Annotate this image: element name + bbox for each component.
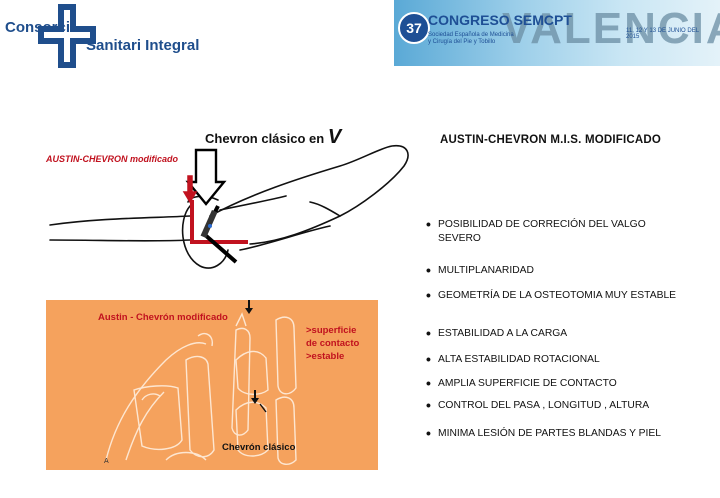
banner-badge: 37 <box>398 12 430 44</box>
list-item-text: ALTA ESTABILIDAD ROTACIONAL <box>438 354 600 365</box>
bullet-icon: • <box>426 375 431 391</box>
bullet-icon: • <box>426 351 431 367</box>
bullet-icon: • <box>426 262 431 278</box>
bullet-icon: • <box>426 425 431 441</box>
list-item-text: MULTIPLANARIDAD <box>438 265 534 276</box>
list-item-text: AMPLIA SUPERFICIE DE CONTACTO <box>438 378 617 389</box>
screw-icon <box>200 209 218 239</box>
chevron-title-v: V <box>327 126 342 148</box>
list-item: • MINIMA LESIÓN DE PARTES BLANDAS Y PIEL <box>426 425 676 441</box>
list-item-text: ESTABILIDAD A LA CARGA <box>438 328 568 339</box>
chevron-title-text: Chevron clásico en <box>205 131 328 146</box>
austin-chevron-label: AUSTIN-CHEVRON modificado <box>46 154 179 164</box>
list-item-text: CONTROL DEL PASA , LONGITUD , ALTURA <box>438 400 650 411</box>
xray-superficie-line: de contacto <box>306 338 360 349</box>
xray-corner-mark: A <box>104 458 109 465</box>
list-item: • CONTROL DEL PASA , LONGITUD , ALTURA <box>426 397 688 413</box>
list-item: • POSIBILIDAD DE CORRECIÓN DEL VALGO SEV… <box>426 216 678 246</box>
bullet-icon: • <box>426 287 431 303</box>
list-item: • GEOMETRÍA DE LA OSTEOTOMIA MUY ESTABLE <box>426 287 678 303</box>
banner-city: VALENCIA <box>502 4 720 53</box>
banner-dates: 11, 12 Y 13 DE JUNIO DEL 2015 <box>626 28 699 40</box>
list-item: • ALTA ESTABILIDAD ROTACIONAL <box>426 351 688 367</box>
section-title: AUSTIN-CHEVRON M.I.S. MODIFICADO <box>440 134 662 146</box>
foot-drawing <box>49 144 409 269</box>
xray-panel <box>46 300 378 470</box>
xray-superficie-line: >superficie <box>306 325 357 336</box>
chevron-clasico-title: Chevron clásico en V <box>205 126 341 149</box>
list-item-text: MINIMA LESIÓN DE PARTES BLANDAS Y PIEL <box>438 428 661 439</box>
austin-arrow-icon <box>182 175 198 204</box>
chevron-arrow-icon <box>185 148 227 206</box>
xray-superficie-note: >superficie de contacto >estable <box>306 324 359 363</box>
bullet-icon: • <box>426 216 431 232</box>
consorci-cross-logo-icon <box>38 4 96 68</box>
xray-austin-label: Austin - Chevrón modificado <box>98 312 228 323</box>
list-item-text: POSIBILIDAD DE CORRECIÓN DEL VALGO SEVER… <box>438 219 646 244</box>
xray-sketch <box>105 300 297 465</box>
bullet-icon: • <box>426 325 431 341</box>
list-item: • ESTABILIDAD A LA CARGA <box>426 325 688 341</box>
austin-osteotomy-mark <box>190 200 248 244</box>
logo-text-sanitari: Sanitari Integral <box>86 37 200 54</box>
xray-chevron-clasico-label: Chevrón clásico <box>222 442 296 453</box>
congress-banner: VALENCIA 37 CONGRESO SEMCPT Sociedad Esp… <box>394 0 720 66</box>
logo-text-consorci: Consorci <box>5 19 71 36</box>
bullet-icon: • <box>426 397 431 413</box>
banner-title: CONGRESO SEMCPT <box>428 12 572 28</box>
list-item-text: GEOMETRÍA DE LA OSTEOTOMIA MUY ESTABLE <box>438 290 677 301</box>
xray-superficie-line: >estable <box>306 351 345 362</box>
banner-subtitle: Sociedad Española de Medicina y Cirugía … <box>428 32 514 45</box>
list-item: • MULTIPLANARIDAD <box>426 262 688 278</box>
list-item: • AMPLIA SUPERFICIE DE CONTACTO <box>426 375 688 391</box>
classic-chevron-mark <box>201 205 238 264</box>
